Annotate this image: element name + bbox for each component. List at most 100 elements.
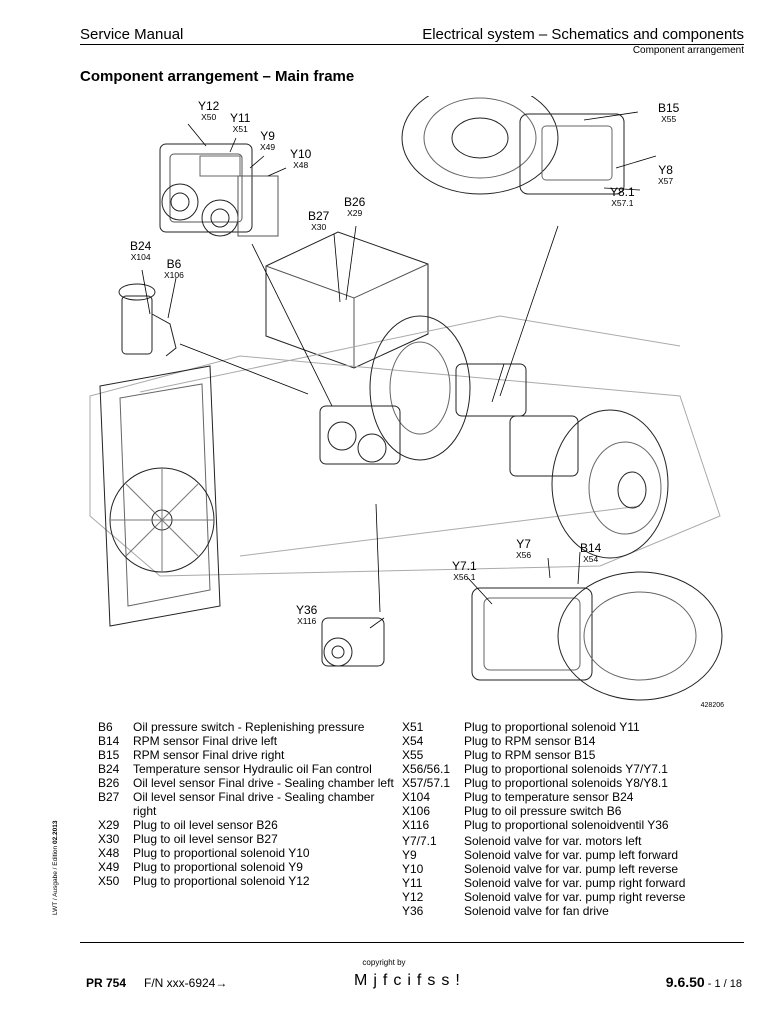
legend-code: X57/57.1	[402, 776, 451, 790]
final-drive-left-drawing	[509, 409, 669, 559]
callout-plug: X104	[130, 252, 151, 262]
legend-column-right: X51 Plug to proportional solenoid Y11 X54…	[402, 720, 744, 918]
legend-desc: Solenoid valve for var. pump left forwar…	[464, 848, 679, 862]
callout-plug: X51	[232, 124, 248, 134]
callout-plug: X57	[658, 176, 674, 186]
callout-code: Y11	[230, 111, 251, 125]
legend-desc: Plug to proportional solenoid Y9	[133, 860, 303, 874]
legend-code: Y9	[402, 848, 417, 862]
legend-desc: Plug to proportional solenoids Y8/Y8.1	[464, 776, 668, 790]
legend-desc: Oil level sensor Final drive - Sealing c…	[133, 776, 394, 790]
callout-code: B14	[580, 541, 602, 555]
figure-number: 428206	[700, 702, 724, 709]
component-arrangement-figure: Y12 X50 Y11 X51 Y9 X49 Y10 X48 B26 X29 B…	[80, 96, 744, 716]
legend-code: X48	[98, 846, 120, 860]
callout-plug: X55	[661, 114, 677, 124]
callout-b26: B26 X29	[344, 196, 365, 218]
legend-code: B24	[98, 762, 120, 776]
callout-code: B15	[658, 101, 680, 115]
legend-desc: Solenoid valve for var. pump left revers…	[464, 862, 679, 876]
legend-code: X49	[98, 860, 120, 874]
legend-code: X116	[402, 818, 430, 832]
machine-drawing	[89, 96, 723, 701]
legend-desc: Oil level sensor Final drive - Sealing c…	[133, 790, 375, 818]
callout-code: Y36	[296, 603, 318, 617]
legend-desc: Plug to RPM sensor B15	[464, 748, 596, 762]
legend-code: X56/56.1	[402, 762, 451, 776]
legend-code: X30	[98, 832, 120, 846]
callout-y8: Y8 X57	[658, 164, 673, 186]
callout-y7-1: Y7.1 X56.1	[452, 560, 477, 582]
legend-row: X116 Plug to proportional solenoidventil …	[402, 818, 744, 832]
legend-code: X106	[402, 804, 431, 818]
section-number: 9.6.50	[665, 974, 705, 990]
callout-code: Y10	[290, 147, 312, 161]
callout-y12: Y12 X50	[198, 100, 219, 122]
legend-row: Y9 Solenoid valve for var. pump left forw…	[402, 848, 744, 862]
legend-desc: Plug to proportional solenoid Y12	[133, 874, 310, 888]
legend-row: X57/57.1 Plug to proportional solenoids Y…	[402, 776, 744, 790]
legend-desc: Plug to proportional solenoid Y10	[133, 846, 310, 860]
callout-plug: X50	[201, 112, 217, 122]
legend-code: Y12	[402, 890, 424, 904]
header-chapter-title: Electrical system – Schematics and compo…	[422, 26, 744, 43]
legend-row: X51 Plug to proportional solenoid Y11	[402, 720, 744, 734]
callout-plug: X49	[260, 142, 276, 152]
legend-desc: Solenoid valve for var. pump right forwa…	[464, 876, 686, 890]
legend-code: B15	[98, 748, 120, 762]
edition-label: LWT / Ausgabe / Edition	[52, 845, 59, 915]
callout-code: B6	[166, 257, 182, 271]
callout-b14: B14 X54	[580, 542, 601, 564]
legend-code: Y36	[402, 904, 424, 918]
legend-row: X56/56.1 Plug to proportional solenoids Y…	[402, 762, 744, 776]
final-drive-right-drawing	[401, 96, 625, 195]
oil-filter-drawing	[118, 283, 177, 357]
legend-code: X29	[98, 818, 120, 832]
final-drive-bottom-drawing	[471, 571, 723, 701]
legend-code: X51	[402, 720, 424, 734]
callout-y11: Y11 X51	[230, 112, 250, 134]
callout-y7: Y7 X56	[516, 538, 531, 560]
callout-plug: X56	[516, 550, 532, 560]
page-title: Component arrangement – Main frame	[80, 68, 355, 85]
legend-code: B6	[98, 720, 113, 734]
callout-plug: X57.1	[611, 198, 634, 208]
header-manual-title: Service Manual	[80, 26, 184, 43]
callout-y9: Y9 X49	[260, 130, 275, 152]
edition-date: 02.2013	[52, 820, 59, 845]
callout-code: Y7	[516, 537, 531, 551]
legend-row: X48 Plug to proportional solenoid Y10	[98, 846, 398, 860]
callout-plug: X56.1	[453, 572, 476, 582]
legend-desc: Plug to proportional solenoidventil Y36	[464, 818, 669, 832]
legend-desc: Plug to temperature sensor B24	[464, 790, 634, 804]
callout-plug: X54	[583, 554, 599, 564]
callout-b15: B15 X55	[658, 102, 679, 124]
legend-desc: Plug to proportional solenoid Y11	[464, 720, 640, 734]
copyright-note: copyright by	[362, 958, 406, 967]
legend-desc: Plug to oil level sensor B26	[133, 818, 278, 832]
header-section-title: Component arrangement	[632, 45, 744, 56]
callout-y10: Y10 X48	[290, 148, 311, 170]
center-drive-drawing	[319, 315, 527, 465]
legend-desc: Plug to proportional solenoids Y7/Y7.1	[464, 762, 668, 776]
callout-code: Y8.1	[610, 185, 635, 199]
callout-plug: X48	[293, 160, 309, 170]
legend-row: X29 Plug to oil level sensor B26	[98, 818, 398, 832]
page-count: - 1 / 18	[704, 978, 742, 990]
legend-code: X104	[402, 790, 431, 804]
legend-row: X49 Plug to proportional solenoid Y9	[98, 860, 398, 874]
brand-name: Mjfcifss!	[354, 972, 466, 989]
